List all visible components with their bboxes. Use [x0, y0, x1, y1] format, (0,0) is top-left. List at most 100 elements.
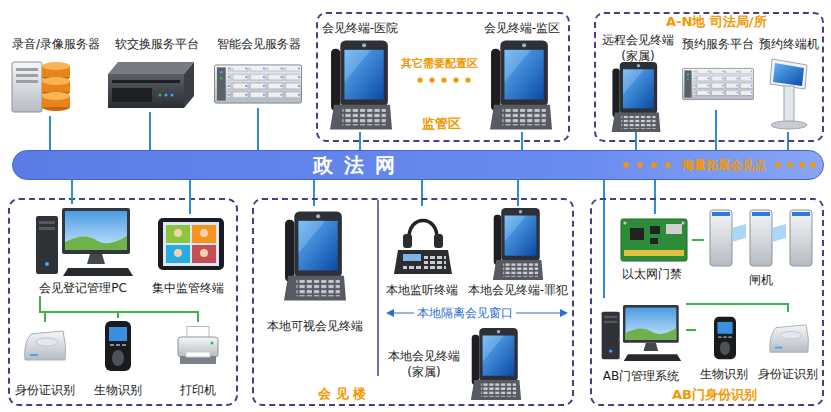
window-span-arrow: [560, 309, 568, 317]
note-label: 其它需要配置区: [401, 56, 478, 72]
band-dot: [775, 162, 781, 168]
bio-reader: [714, 317, 736, 359]
ellipsis-dots: [441, 77, 446, 82]
ellipsis-dots: [417, 77, 422, 82]
zone-box: 监管区 会见终端-医院 会见终端-监区: [316, 12, 570, 142]
device-label: 智能会见服务器: [217, 36, 301, 52]
device-node: 以太网门禁: [612, 214, 692, 282]
device-node: 集中监管终端: [144, 214, 232, 296]
network-name: 政 法 网: [313, 151, 397, 179]
band-dot: [651, 162, 657, 168]
device-label: 本地可视会见终端: [267, 318, 363, 334]
device-node: 本地监听终端: [382, 206, 462, 298]
device-label: 会见终端-医院: [322, 20, 398, 36]
device-node: AB门管理系统: [596, 298, 686, 384]
device-node: 本地会见终端 (家属): [386, 326, 532, 402]
device-node: 录音/录像服务器: [2, 36, 110, 116]
video-terminal: [493, 208, 543, 280]
network-link: [49, 116, 51, 150]
video-terminal: [330, 41, 392, 130]
device-node: 生物识别: [86, 318, 150, 398]
device-label: 本地会见终端 (家属): [386, 348, 462, 380]
network-link: [715, 110, 717, 150]
id-reader: [25, 331, 66, 360]
network-link: [149, 112, 151, 150]
device-label: 远程会见终端 (家属): [598, 32, 678, 64]
device-label: 软交换服务平台: [115, 36, 199, 52]
device-label: AB门管理系统: [603, 368, 679, 384]
device-label: 以太网门禁: [622, 266, 682, 282]
zone-box: 会 见 楼 本地可视会见终端 本地监听终端本地会见终端-罪犯本地会见终端 (家属): [252, 198, 574, 406]
device-node: 软交换服务平台: [108, 36, 206, 112]
band-dot: [799, 162, 805, 168]
network-link: [313, 180, 315, 206]
ellipsis-dots: [429, 77, 434, 82]
bio-reader: [105, 321, 131, 371]
device-node: 预约终端机: [757, 36, 821, 132]
device-node: 本地可视会见终端: [258, 206, 372, 334]
device-label: 录音/录像服务器: [12, 36, 100, 52]
device-node: 会见登记管理PC: [28, 204, 138, 296]
device-node: 生物识别: [696, 312, 752, 382]
device-label: 会见终端-监区: [484, 20, 560, 36]
band-dot: [787, 162, 793, 168]
video-terminal: [490, 41, 552, 130]
id-reader: [770, 325, 809, 352]
device-label: 打印机: [180, 382, 216, 398]
device-node: 智能会见服务器: [210, 36, 308, 108]
door-controller: [621, 219, 687, 261]
band-dot: [637, 162, 643, 168]
window-span-arrow: [386, 309, 394, 317]
zone-divider: [377, 200, 379, 376]
turnstile: [710, 210, 812, 266]
video-terminal: [284, 212, 346, 301]
note-label: 海量拓展会见点: [682, 157, 766, 173]
ellipsis-dots: [453, 77, 458, 82]
device-node: 预约服务平台: [680, 36, 756, 110]
printer: [178, 327, 218, 365]
softswitch-server: [108, 62, 194, 108]
rack-server: [682, 68, 753, 99]
device-label: 集中监管终端: [152, 280, 224, 296]
desktop-pc: [602, 305, 682, 361]
recording-server: [12, 62, 70, 112]
device-node: 远程会见终端 (家属): [598, 32, 678, 132]
tablet-terminal: [158, 218, 224, 270]
device-label: 身份证识别: [758, 366, 818, 382]
zone-box: A-N地 司法局/所远程会见终端 (家属)预约服务平台预约终端机: [594, 12, 824, 142]
device-node: 闸机: [704, 204, 818, 288]
ellipsis-dots: [465, 77, 470, 82]
device-label: 生物识别: [700, 366, 748, 382]
device-node: 身份证识别: [756, 312, 820, 382]
listening-terminal: [394, 221, 452, 275]
network-link: [40, 296, 198, 322]
band-dot: [665, 162, 671, 168]
video-terminal: [612, 62, 661, 132]
network-link: [257, 108, 259, 150]
device-label: 身份证识别: [15, 382, 75, 398]
device-label: 本地会见终端-罪犯: [468, 282, 568, 298]
zone-title: AB门身份识别: [672, 387, 757, 403]
video-terminal: [471, 328, 521, 400]
desktop-pc: [36, 208, 133, 276]
band-dot: [623, 162, 629, 168]
network-link: [686, 304, 788, 312]
device-node: 会见终端-监区: [482, 20, 563, 132]
network-link: [686, 329, 696, 331]
zone-title: A-N地 司法局/所: [666, 14, 767, 30]
device-label: 预约服务平台: [682, 36, 754, 52]
device-label: 会见登记管理PC: [39, 280, 127, 296]
rack-server: [214, 65, 301, 103]
network-link: [421, 180, 423, 206]
zone-title: 会 见 楼: [318, 386, 366, 402]
band-dot: [810, 162, 816, 168]
zone-outline: [9, 199, 237, 405]
ellipsis-dots: [417, 77, 470, 82]
note-label: 本地隔离会见窗口: [414, 305, 516, 321]
network-link: [71, 180, 73, 204]
device-node: 身份证识别: [10, 322, 80, 398]
zone-title: 监管区: [422, 116, 461, 132]
network-link: [692, 239, 704, 241]
device-label: 生物识别: [94, 382, 142, 398]
